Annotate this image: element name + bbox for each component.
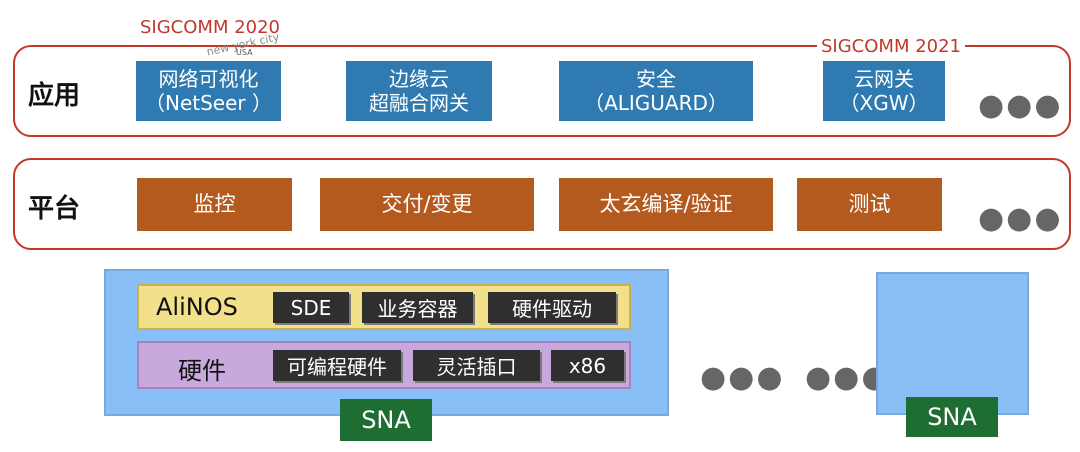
platform-box-compile-verify[interactable]: 太玄编译/验证 [559, 178, 773, 231]
platform-box-delivery-change[interactable]: 交付/变更 [320, 178, 534, 231]
app-box-title: 网络可视化 [158, 67, 259, 91]
sna-label-main: SNA [340, 399, 432, 441]
platform-layer-label: 平台 [28, 194, 81, 224]
alinos-title: AliNOS [156, 293, 238, 321]
platform-box-label: 测试 [848, 191, 891, 216]
app-box-subtitle: （XGW） [839, 91, 929, 115]
platform-box-label: 交付/变更 [381, 191, 473, 216]
sna-gap-dots-1: ●●● [700, 360, 785, 395]
app-box-subtitle: （NetSeer ） [145, 91, 272, 115]
application-layer-label: 应用 [28, 81, 81, 111]
chip-x86[interactable]: x86 [551, 350, 624, 381]
chip-business-container[interactable]: 业务容器 [362, 292, 473, 323]
sna-node-secondary [876, 272, 1029, 415]
app-box-title: 云网关 [854, 67, 914, 91]
app-box-title: 安全 [636, 67, 676, 91]
app-more-dots: ●●● [978, 88, 1063, 123]
sna-label-secondary: SNA [906, 397, 998, 437]
app-box-aliguard[interactable]: 安全 （ALIGUARD） [559, 61, 753, 121]
chip-programmable-hardware[interactable]: 可编程硬件 [273, 350, 401, 381]
platform-box-monitoring[interactable]: 监控 [137, 178, 292, 231]
chip-hardware-driver[interactable]: 硬件驱动 [488, 292, 616, 323]
platform-more-dots: ●●● [978, 201, 1063, 236]
hardware-band [137, 341, 631, 389]
platform-box-label: 监控 [193, 191, 236, 216]
hardware-title: 硬件 [178, 357, 226, 385]
platform-box-label: 太玄编译/验证 [599, 191, 733, 216]
chip-flexible-port[interactable]: 灵活插口 [413, 350, 540, 381]
app-box-subtitle: 超融合网关 [369, 91, 469, 115]
app-box-edge-cloud[interactable]: 边缘云 超融合网关 [346, 61, 492, 121]
sigcomm-2020-badge: SIGCOMM 2020 [136, 17, 285, 38]
sna-gap-dots-2: ●●● [805, 360, 890, 395]
sigcomm-2021-badge: SIGCOMM 2021 [817, 36, 966, 57]
app-box-title: 边缘云 [389, 67, 449, 91]
app-box-netseer[interactable]: 网络可视化 （NetSeer ） [136, 61, 281, 121]
platform-box-testing[interactable]: 测试 [797, 178, 942, 231]
usa-caption: USA [236, 48, 253, 57]
app-box-xgw[interactable]: 云网关 （XGW） [823, 61, 945, 121]
chip-sde[interactable]: SDE [273, 292, 349, 323]
app-box-subtitle: （ALIGUARD） [584, 91, 728, 115]
